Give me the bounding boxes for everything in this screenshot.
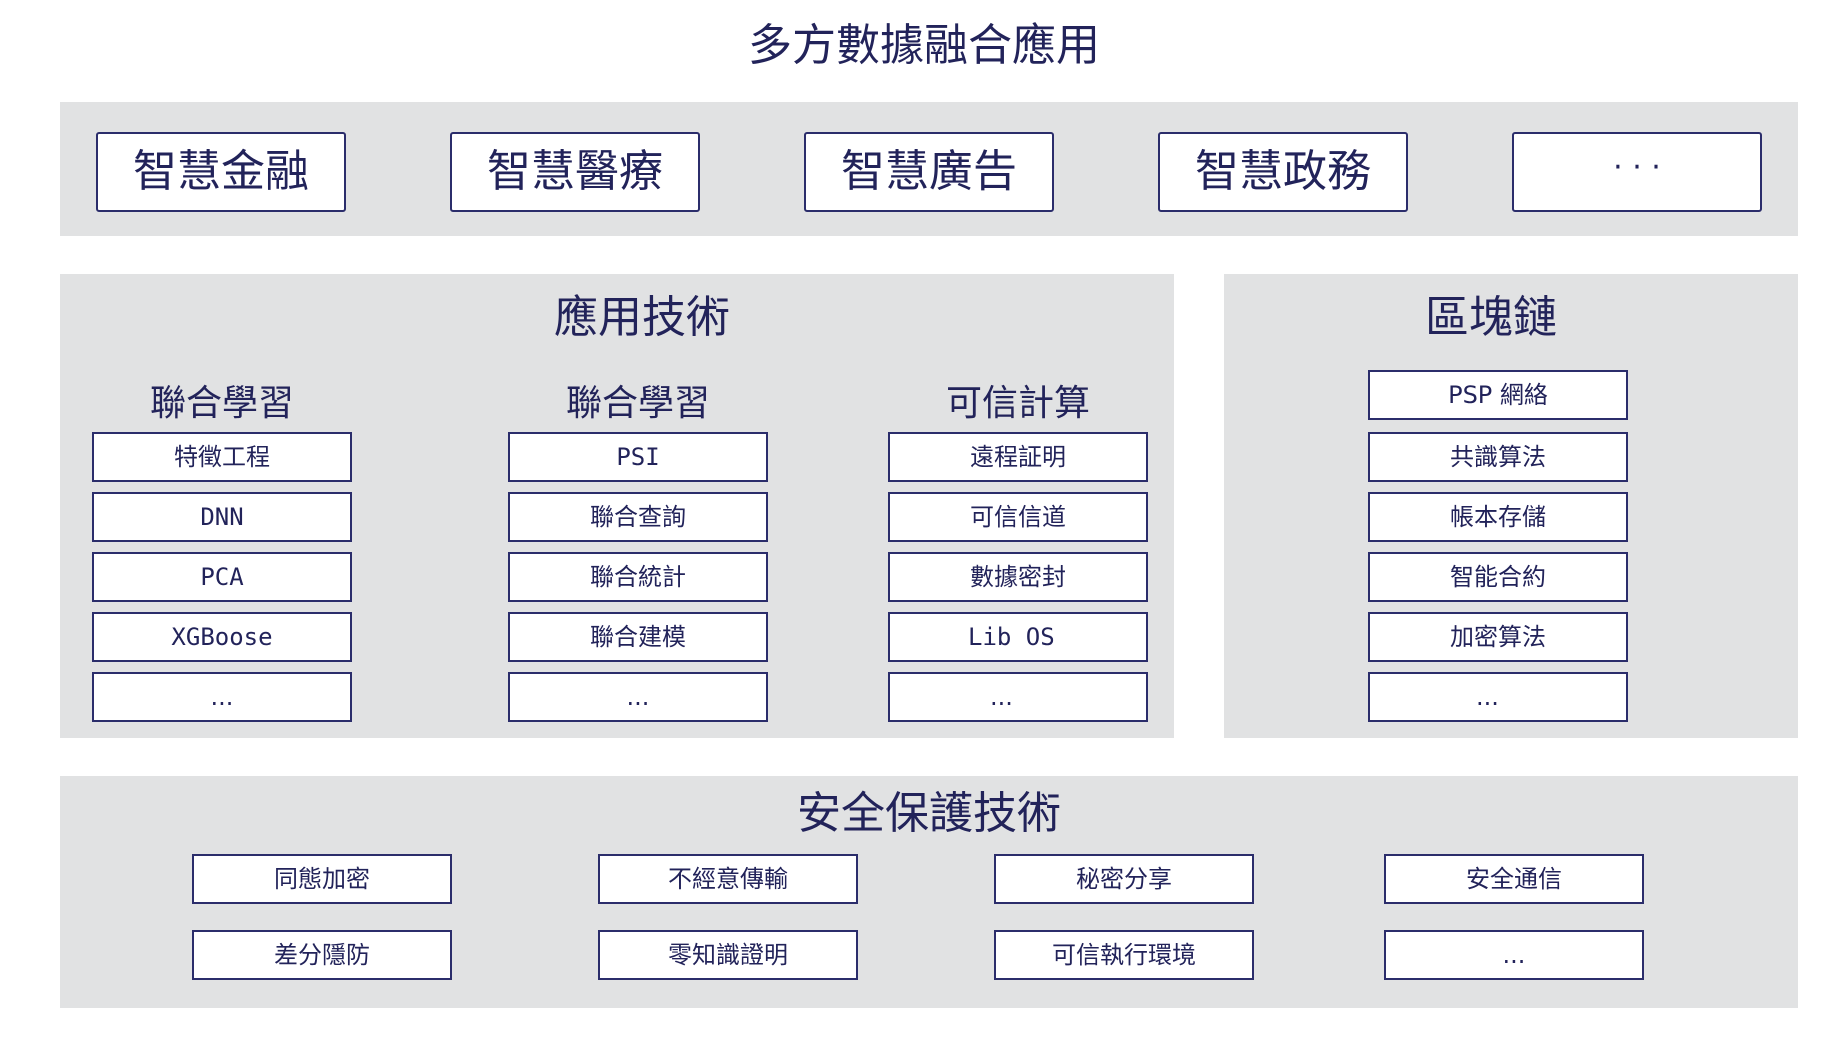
- security-item: 秘密分享: [994, 854, 1254, 904]
- tech-item: DNN: [92, 492, 352, 542]
- tech-item-more: ...: [508, 672, 768, 722]
- blockchain-item: 加密算法: [1368, 612, 1628, 662]
- security-item-more: ...: [1384, 930, 1644, 980]
- security-item: 差分隱防: [192, 930, 452, 980]
- app-tech-title: 應用技術: [554, 292, 730, 343]
- tech-item: 特徵工程: [92, 432, 352, 482]
- tech-item: 聯合統計: [508, 552, 768, 602]
- security-title: 安全保護技術: [797, 788, 1061, 839]
- blockchain-item: 帳本存儲: [1368, 492, 1628, 542]
- blockchain-item-more: ...: [1368, 672, 1628, 722]
- tech-item-more: ...: [92, 672, 352, 722]
- blockchain-title: 區塊鏈: [1425, 292, 1557, 343]
- tech-item: 可信信道: [888, 492, 1148, 542]
- security-item: 同態加密: [192, 854, 452, 904]
- column-title-federated-learning-1: 聯合學習: [149, 383, 294, 424]
- tech-item-more: ...: [888, 672, 1148, 722]
- blockchain-item: PSP 網絡: [1368, 370, 1628, 420]
- app-box-smart-finance: 智慧金融: [96, 132, 346, 212]
- security-item: 可信執行環境: [994, 930, 1254, 980]
- tech-item: 聯合查詢: [508, 492, 768, 542]
- app-box-smart-government: 智慧政務: [1158, 132, 1408, 212]
- column-title-federated-learning-2: 聯合學習: [565, 383, 710, 424]
- tech-item: 遠程証明: [888, 432, 1148, 482]
- app-box-smart-healthcare: 智慧醫療: [450, 132, 700, 212]
- tech-item: 聯合建模: [508, 612, 768, 662]
- app-box-more: · · ·: [1512, 132, 1762, 212]
- security-item: 零知識證明: [598, 930, 858, 980]
- security-item: 安全通信: [1384, 854, 1644, 904]
- blockchain-item: 智能合約: [1368, 552, 1628, 602]
- tech-item: Lib OS: [888, 612, 1148, 662]
- main-title: 多方數據融合應用: [748, 20, 1100, 71]
- tech-item: PCA: [92, 552, 352, 602]
- app-box-smart-advertising: 智慧廣告: [804, 132, 1054, 212]
- tech-item: XGBoose: [92, 612, 352, 662]
- security-item: 不經意傳輸: [598, 854, 858, 904]
- column-title-trusted-computing: 可信計算: [945, 383, 1090, 424]
- tech-item: PSI: [508, 432, 768, 482]
- tech-item: 數據密封: [888, 552, 1148, 602]
- blockchain-item: 共識算法: [1368, 432, 1628, 482]
